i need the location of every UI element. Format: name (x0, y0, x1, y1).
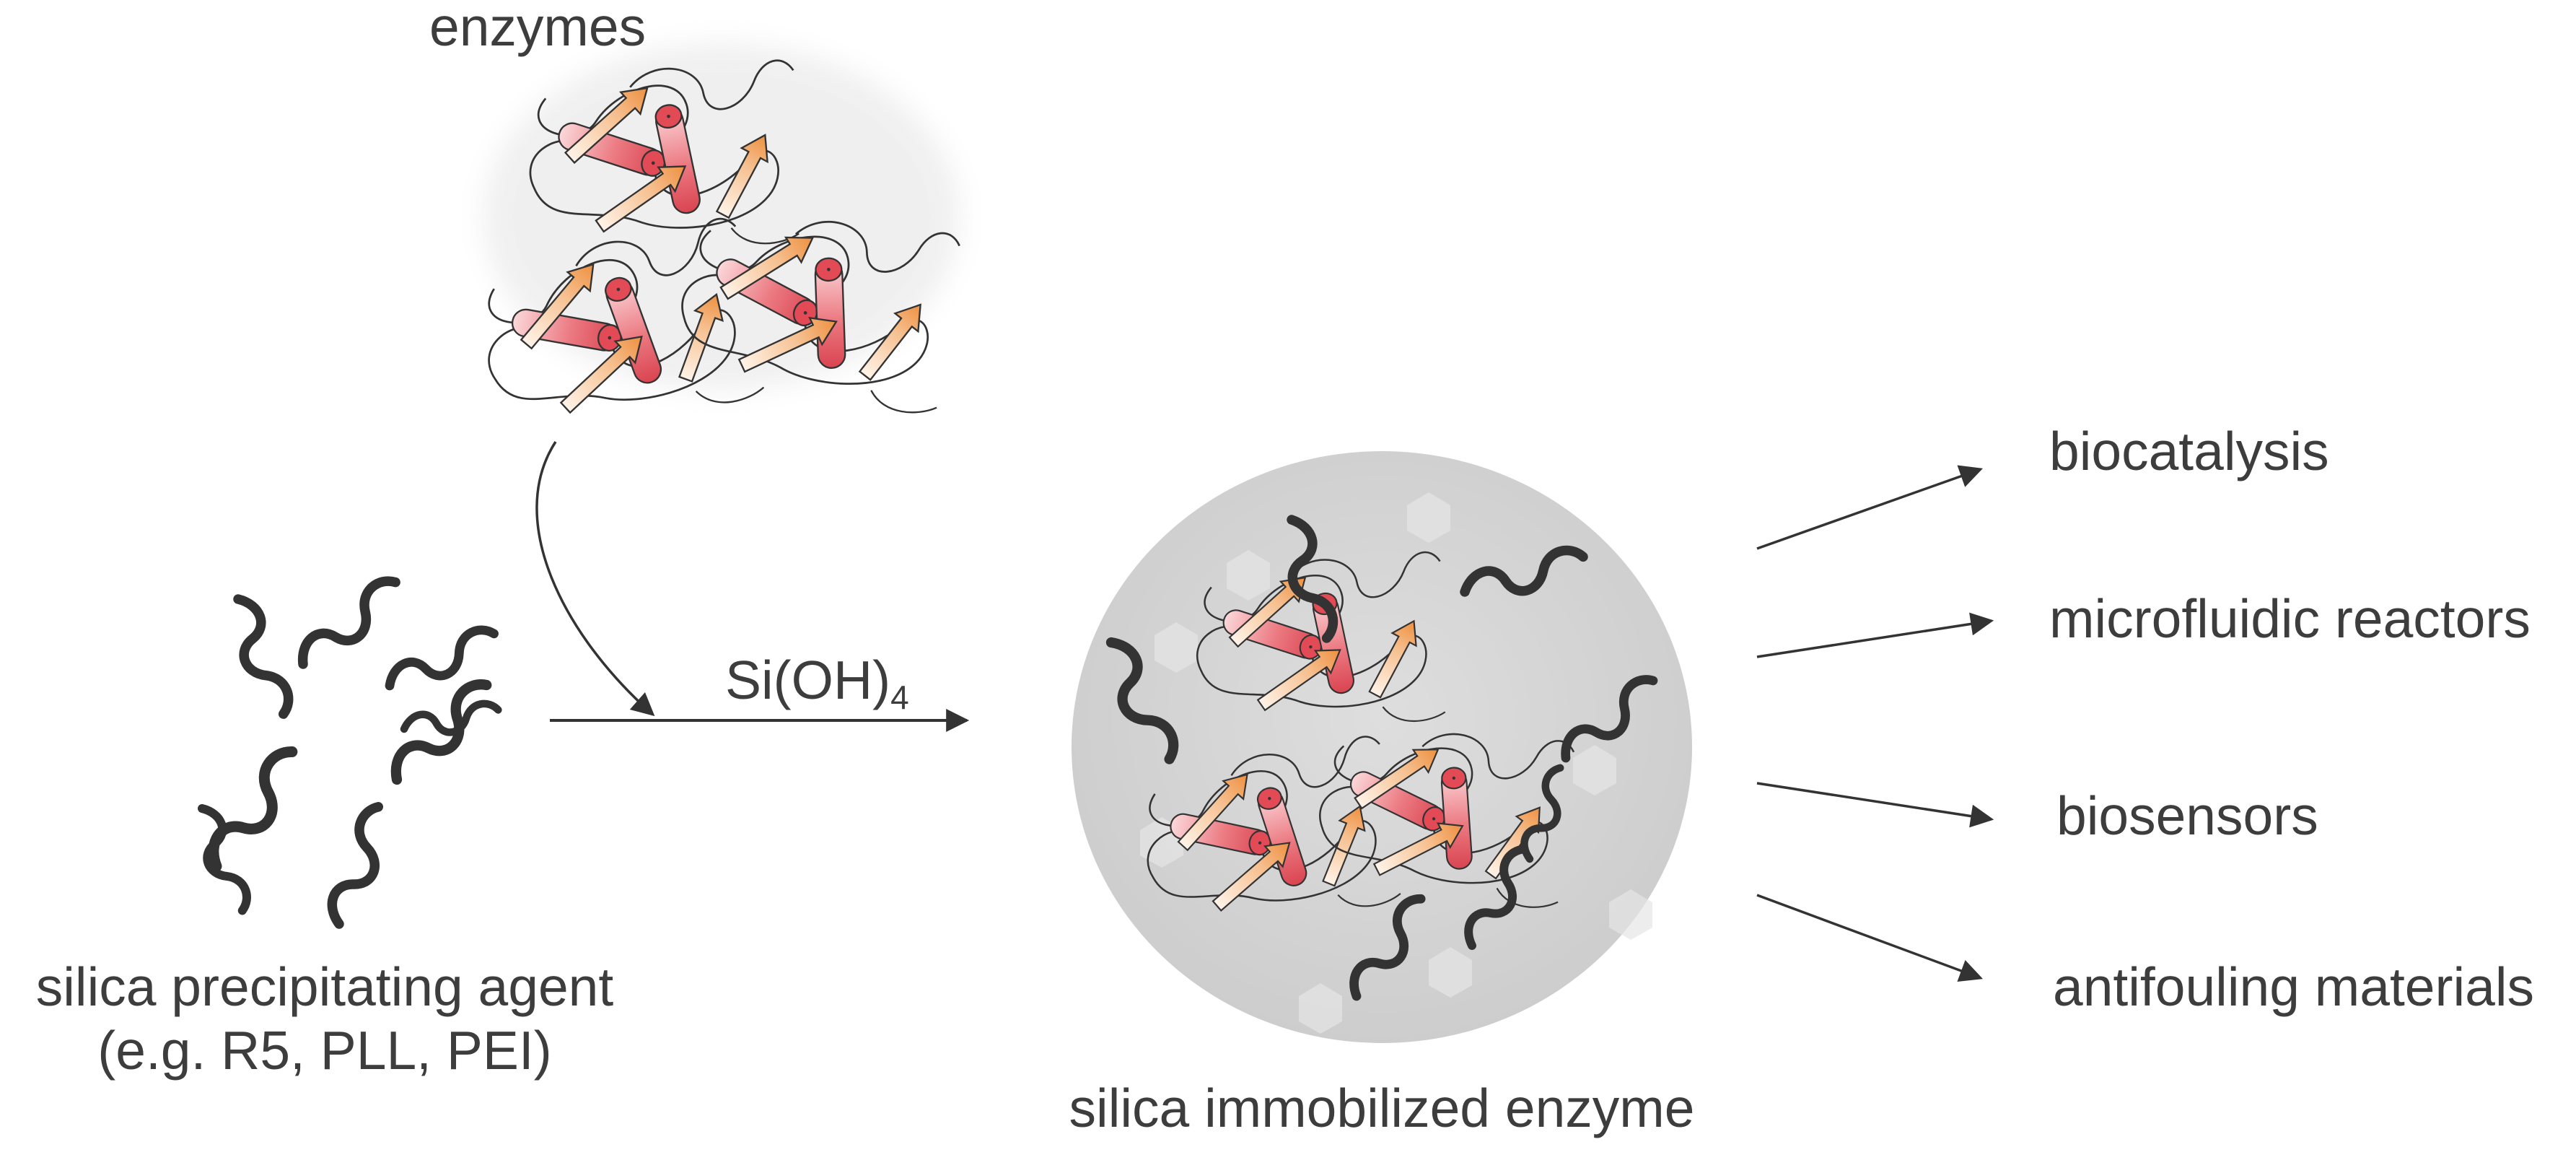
application-biocatalysis: biocatalysis (2049, 421, 2329, 481)
agent-label-line1: silica precipitating agent (35, 956, 614, 1017)
enzyme-cluster (473, 43, 968, 436)
reagent-subscript: 4 (890, 679, 909, 716)
arrow-to-biocatalysis (1756, 465, 1984, 550)
reagent-formula: Si(OH) (725, 650, 891, 710)
enzyme-addition-arrow (535, 441, 655, 717)
silica-particle (1072, 451, 1692, 1043)
reagent-label: Si(OH)4 (725, 650, 909, 716)
application-arrows (1756, 465, 1994, 982)
arrow-to-antifouling-materials (1756, 894, 1984, 982)
arrow-to-microfluidic-reactors (1756, 612, 1994, 658)
agent-label-line2: (e.g. R5, PLL, PEI) (97, 1020, 552, 1081)
application-microfluidic-reactors: microfluidic reactors (2049, 588, 2531, 649)
arrow-to-biosensors (1756, 782, 1994, 828)
enzymes-label: enzymes (429, 0, 647, 57)
polymer-cluster (190, 574, 501, 929)
product-label: silica immobilized enzyme (1069, 1078, 1695, 1138)
application-biosensors: biosensors (2056, 785, 2318, 846)
application-antifouling-materials: antifouling materials (2053, 956, 2535, 1017)
